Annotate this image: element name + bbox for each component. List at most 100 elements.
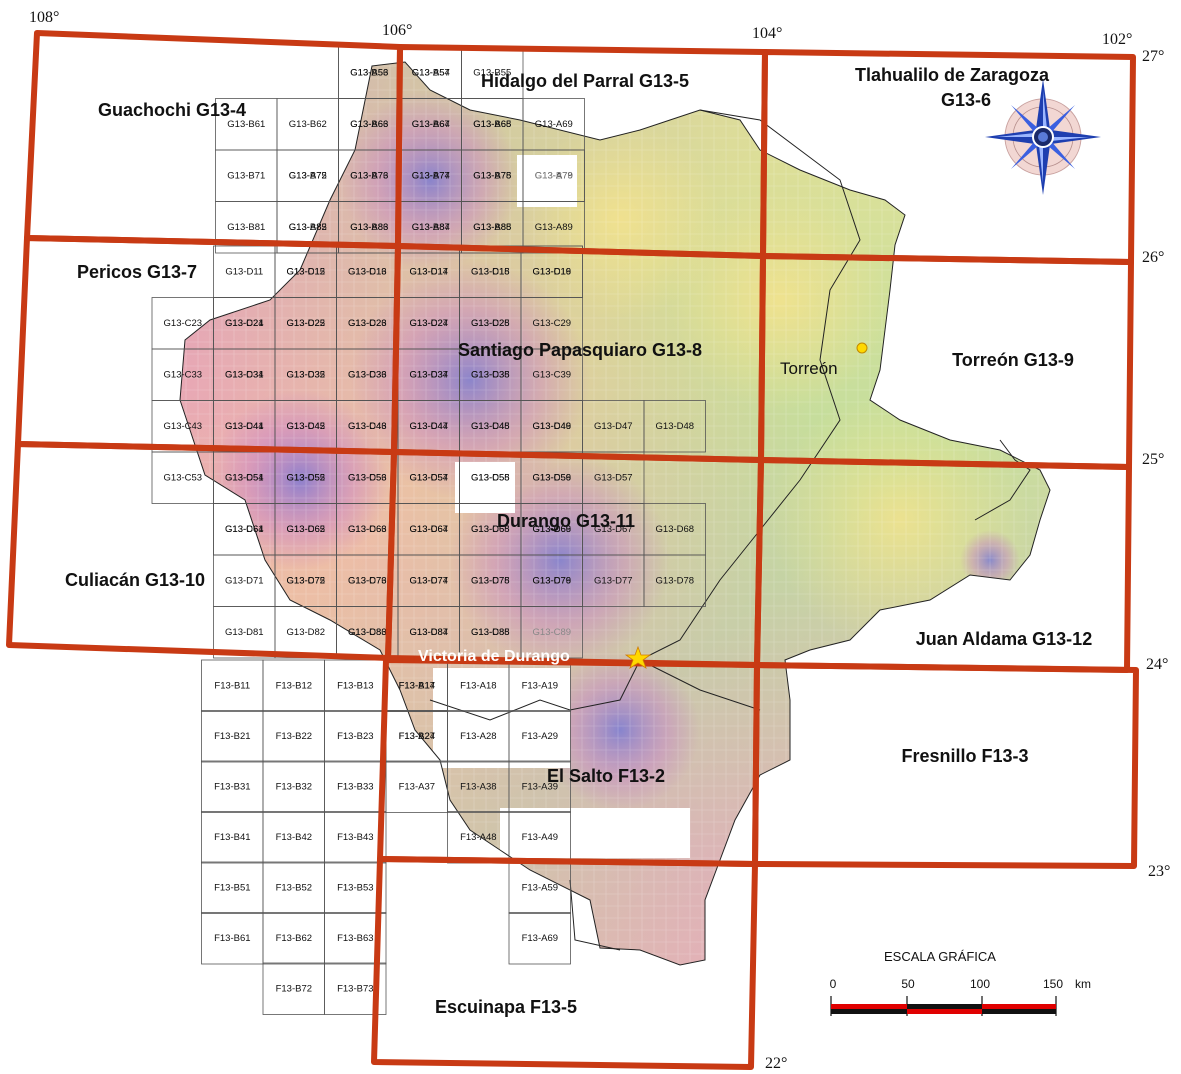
quadrangle-label: F13-A27 bbox=[399, 731, 435, 742]
quadrangle-label: G13-B73 bbox=[350, 170, 388, 181]
quadrangle-label: G13-C48 bbox=[471, 421, 510, 432]
quadrangle-label: F13-B63 bbox=[337, 933, 373, 944]
quadrangle-label: F13-B24 bbox=[399, 731, 435, 742]
quadrangle-label: G13-D63 bbox=[348, 524, 387, 535]
sheet-label-g13-10: Culiacán G13-10 bbox=[65, 570, 205, 590]
quadrangle-label: G13-C25 bbox=[287, 318, 326, 329]
quadrangle-label: G13-C53 bbox=[164, 472, 203, 483]
quadrangle-label: G13-C87 bbox=[410, 627, 449, 638]
quadrangle-label: G13-D73 bbox=[348, 575, 387, 586]
quadrangle-label: G13-B55 bbox=[473, 67, 511, 78]
quadrangle-label: F13-A37 bbox=[399, 781, 435, 792]
quadrangle-label: G13-D13 bbox=[348, 266, 387, 277]
quadrangle-label: G13-A85 bbox=[289, 222, 327, 233]
scale-title: ESCALA GRÁFICA bbox=[884, 949, 996, 964]
quadrangle-label: G13-D82 bbox=[287, 627, 326, 638]
quadrangle-label: G13-B76 bbox=[535, 170, 573, 181]
quadrangle-label: F13-B52 bbox=[276, 882, 312, 893]
quadrangle-label: G13-D45 bbox=[471, 421, 510, 432]
quadrangle-cell bbox=[643, 400, 706, 453]
quadrangle-label: G13-D81 bbox=[225, 627, 264, 638]
quadrangle-label: F13-B41 bbox=[214, 832, 250, 843]
quadrangle-label: G13-D64 bbox=[410, 524, 449, 535]
quadrangle-label: F13-B53 bbox=[337, 882, 373, 893]
quadrangle-cell bbox=[508, 760, 571, 813]
quadrangle-label: G13-A79 bbox=[535, 170, 573, 181]
longitude-label-104: 104° bbox=[752, 25, 782, 42]
quadrangle-label: F13-A39 bbox=[522, 781, 558, 792]
quadrangle-label: F13-A18 bbox=[460, 680, 496, 691]
longitude-label-102: 102° bbox=[1102, 31, 1132, 48]
quadrangle-label: G13-D65 bbox=[471, 524, 510, 535]
quadrangle-label: G13-D74 bbox=[410, 575, 449, 586]
quadrangle-label: G13-A66 bbox=[350, 119, 388, 130]
quadrangle-label: G13-C57 bbox=[410, 472, 449, 483]
quadrangle-label: G13-D66 bbox=[533, 524, 572, 535]
torreon-marker bbox=[856, 342, 868, 354]
quadrangle-label: G13-C88 bbox=[471, 627, 510, 638]
quadrangle-label: G13-B82 bbox=[289, 222, 327, 233]
quadrangle-label: G13-C17 bbox=[410, 266, 449, 277]
quadrangle-label: G13-D15 bbox=[471, 266, 510, 277]
quadrangle-label: G13-D57 bbox=[594, 472, 633, 483]
quadrangle-label: F13-B42 bbox=[276, 832, 312, 843]
sheet-label-g13-6-line1: Tlahualilo de Zaragoza bbox=[855, 65, 1050, 85]
quadrangle-label: G13-D42 bbox=[287, 421, 326, 432]
quadrangle-label: G13-C46 bbox=[348, 421, 387, 432]
quadrangle-label: F13-A38 bbox=[460, 781, 496, 792]
quadrangle-label: G13-D35 bbox=[471, 369, 510, 380]
quadrangle-label: G13-C76 bbox=[348, 575, 387, 586]
quadrangle-label: G13-C15 bbox=[287, 266, 326, 277]
sheet-label-f13-2: El Salto F13-2 bbox=[547, 766, 665, 786]
quadrangle-label: G13-C35 bbox=[287, 369, 326, 380]
quadrangle-label: G13-C69 bbox=[533, 524, 572, 535]
quadrangle-label: F13-B72 bbox=[276, 983, 312, 994]
quadrangle-label: G13-D22 bbox=[287, 318, 326, 329]
quadrangle-label: G13-D71 bbox=[225, 575, 264, 586]
quadrangle-label: G13-C79 bbox=[533, 575, 572, 586]
scale-tick-0: 0 bbox=[830, 977, 837, 991]
quadrangle-label: G13-A69 bbox=[535, 119, 573, 130]
quadrangle-label: G13-D24 bbox=[410, 318, 449, 329]
quadrangle-cell bbox=[324, 962, 387, 1015]
latitude-label-24: 24° bbox=[1146, 656, 1168, 673]
quadrangle-label: G13-A57 bbox=[412, 67, 450, 78]
sheet-label-g13-4: Guachochi G13-4 bbox=[98, 100, 246, 120]
quadrangle-label: G13-A89 bbox=[535, 222, 573, 233]
quadrangle-label: F13-B13 bbox=[337, 680, 373, 691]
sheet-labels: Guachochi G13-4 Hidalgo del Parral G13-5… bbox=[65, 65, 1092, 1017]
quadrangle-label: G13-D54 bbox=[410, 472, 449, 483]
sheet-label-f13-5: Escuinapa F13-5 bbox=[435, 997, 577, 1017]
quadrangle-label: G13-C86 bbox=[348, 627, 387, 638]
scale-tick-50: 50 bbox=[901, 977, 915, 991]
quadrangle-label: G13-C24 bbox=[225, 318, 264, 329]
quadrangle-label: G13-D46 bbox=[533, 421, 572, 432]
quadrangle-label: F13-A69 bbox=[522, 933, 558, 944]
latitude-label-27: 27° bbox=[1142, 48, 1164, 65]
quadrangle-cell bbox=[324, 912, 387, 965]
quadrangle-label: G13-C89 bbox=[533, 627, 572, 638]
quadrangle-label: G13-C75 bbox=[287, 575, 326, 586]
quadrangle-label: G13-A77 bbox=[412, 170, 450, 181]
quadrangle-label: G13-B85 bbox=[473, 222, 511, 233]
quadrangle-label: G13-D85 bbox=[471, 627, 510, 638]
quadrangle-label: G13-D33 bbox=[348, 369, 387, 380]
sheet-border-f13-5 bbox=[371, 856, 758, 1070]
quadrangle-label: G13-C59 bbox=[533, 472, 572, 483]
city-label-victoria-de-durango: Victoria de Durango bbox=[418, 648, 570, 665]
quadrangle-label: F13-A19 bbox=[522, 680, 558, 691]
quadrangle-label: G13-C27 bbox=[410, 318, 449, 329]
quadrangle-label: G13-C39 bbox=[533, 369, 572, 380]
quadrangle-label: G13-D75 bbox=[471, 575, 510, 586]
quadrangle-label: G13-C19 bbox=[533, 266, 572, 277]
sheet-label-g13-9: Torreón G13-9 bbox=[952, 350, 1074, 370]
quadrangle-label: G13-B62 bbox=[289, 119, 327, 130]
quadrangle-label: G13-B72 bbox=[289, 170, 327, 181]
quadrangle-label: G13-D16 bbox=[533, 266, 572, 277]
quadrangle-label: F13-A29 bbox=[522, 731, 558, 742]
quadrangle-label: G13-D14 bbox=[410, 266, 449, 277]
quadrangle-label: G13-C37 bbox=[410, 369, 449, 380]
quadrangle-label: G13-C33 bbox=[164, 369, 203, 380]
